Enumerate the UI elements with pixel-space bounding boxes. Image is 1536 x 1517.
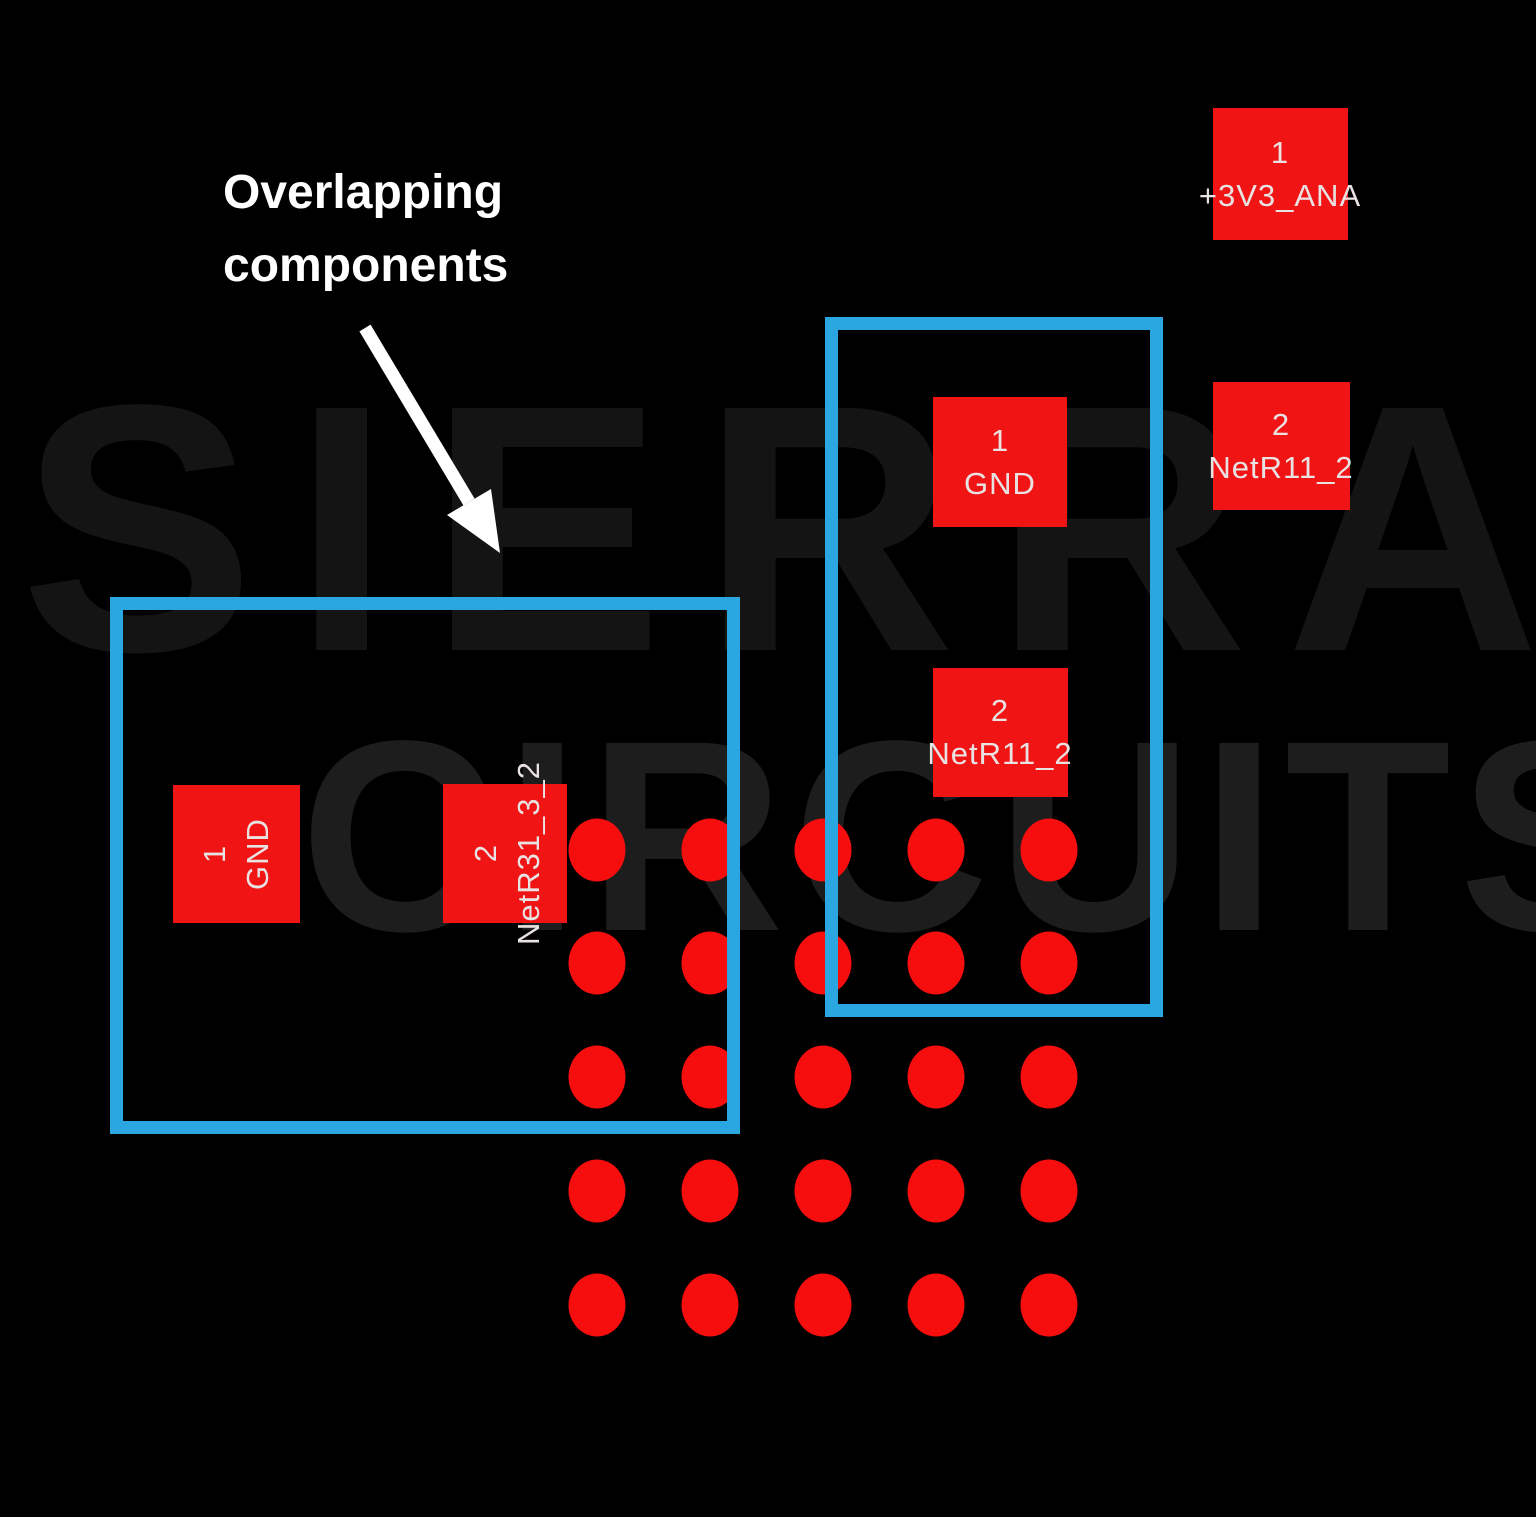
net-name: GND xyxy=(964,466,1036,501)
via-dot[interactable] xyxy=(794,931,852,995)
via-dot[interactable] xyxy=(907,1159,965,1223)
pad-3v3-ana[interactable] xyxy=(1213,108,1348,240)
via-dot[interactable] xyxy=(794,1273,852,1337)
via-dot[interactable] xyxy=(794,1159,852,1223)
via-dot[interactable] xyxy=(794,1045,852,1109)
via-dot[interactable] xyxy=(907,1045,965,1109)
overlap-highlight-rect-left xyxy=(110,597,740,1134)
pad-3v3-ana-label: 1 +3V3_ANA xyxy=(1160,131,1400,217)
net-name: +3V3_ANA xyxy=(1198,178,1362,213)
pad-gnd-left[interactable] xyxy=(173,785,300,923)
pad-gnd-highlight[interactable] xyxy=(933,397,1067,527)
pad-netr11-right-label: 2 NetR11_2 xyxy=(1161,403,1401,489)
via-dot[interactable] xyxy=(568,1273,626,1337)
via-dot[interactable] xyxy=(907,1273,965,1337)
net-name: NetR11_2 xyxy=(1208,450,1354,485)
via-dot[interactable] xyxy=(1020,931,1078,995)
overlap-highlight-rect-tall xyxy=(825,317,1163,1017)
via-dot[interactable] xyxy=(794,818,852,882)
pad-gnd-highlight-label: 1 GND xyxy=(880,419,1120,505)
pin-number: 2 xyxy=(1271,407,1291,442)
pad-netr11-mid[interactable] xyxy=(933,668,1068,797)
via-dot[interactable] xyxy=(568,931,626,995)
pad-netr11-mid-label: 2 NetR11_2 xyxy=(880,689,1120,775)
annotation-label: Overlapping components xyxy=(223,166,509,292)
pad-netr31[interactable] xyxy=(443,784,567,923)
via-dot[interactable] xyxy=(568,818,626,882)
via-dot[interactable] xyxy=(1020,1159,1078,1223)
via-dot[interactable] xyxy=(1020,1273,1078,1337)
via-dot[interactable] xyxy=(681,1273,739,1337)
pin-number: 1 xyxy=(1270,135,1290,170)
pin-number: 2 xyxy=(990,693,1010,728)
net-name: NetR11_2 xyxy=(927,736,1073,771)
pin-number: 1 xyxy=(990,423,1010,458)
via-dot[interactable] xyxy=(907,931,965,995)
via-dot[interactable] xyxy=(1020,818,1078,882)
pad-netr11-right[interactable] xyxy=(1213,382,1350,510)
via-dot[interactable] xyxy=(907,818,965,882)
via-dot[interactable] xyxy=(681,1159,739,1223)
via-dot[interactable] xyxy=(1020,1045,1078,1109)
via-dot[interactable] xyxy=(568,1159,626,1223)
via-dot[interactable] xyxy=(568,1045,626,1109)
